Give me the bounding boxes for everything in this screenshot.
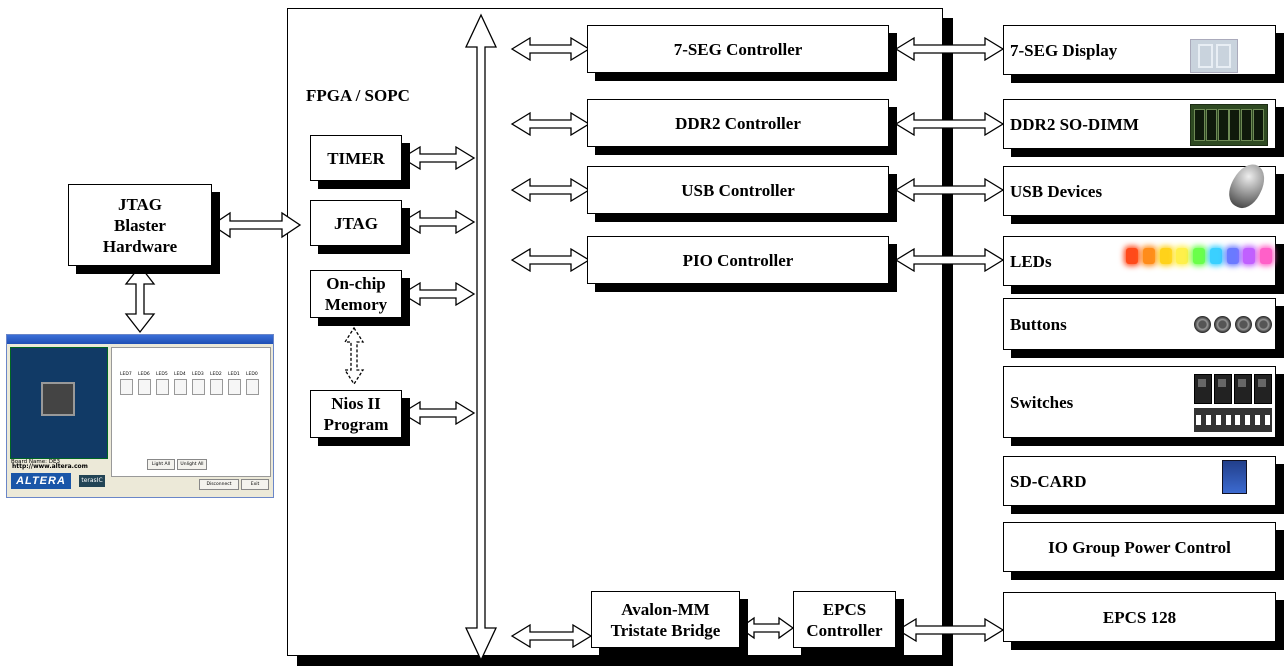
jtag-box: JTAG <box>310 200 402 246</box>
leds-image <box>1126 241 1272 271</box>
double-arrow <box>894 111 1005 137</box>
screenshot-led-label: LED2 <box>210 372 222 377</box>
usb-controller-box: USB Controller <box>587 166 889 214</box>
sd-card-label: SD-CARD <box>1010 471 1087 491</box>
led-light-1 <box>1142 248 1155 264</box>
screenshot-led-label: LED5 <box>156 372 168 377</box>
double-arrow <box>343 326 365 386</box>
ddr2-controller-box: DDR2 Controller <box>587 99 889 147</box>
double-arrow <box>738 616 795 640</box>
fpga-title: FPGA / SOPC <box>306 86 410 105</box>
screenshot-led-label: LED0 <box>246 372 258 377</box>
double-arrow <box>510 111 591 137</box>
screenshot-led-cell <box>138 379 151 395</box>
screenshot-titlebar <box>7 335 273 344</box>
altera-logo: ALTERA <box>11 473 71 489</box>
avalon-tristate-bridge-box: Avalon-MM Tristate Bridge <box>591 591 740 648</box>
led-light-5 <box>1209 248 1222 264</box>
double-arrow <box>510 36 591 62</box>
double-arrow <box>400 145 476 171</box>
jtag-blaster-hardware-box: JTAG Blaster Hardware <box>68 184 212 266</box>
screenshot-led-label: LED1 <box>228 372 240 377</box>
double-arrow <box>894 36 1005 62</box>
double-arrow <box>400 209 476 235</box>
seven-segment-display-image <box>1190 39 1238 73</box>
light-all-button: Light All <box>147 459 175 470</box>
screenshot-led-cell <box>192 379 205 395</box>
seg7-display-label: 7-SEG Display <box>1010 40 1118 60</box>
double-arrow <box>124 264 156 334</box>
dip-switches-image <box>1194 408 1272 432</box>
ddr2-sodimm-label: DDR2 SO-DIMM <box>1010 114 1139 134</box>
screenshot-led-cell <box>228 379 241 395</box>
timer-box: TIMER <box>310 135 402 181</box>
slide-switches-image <box>1194 374 1272 404</box>
altera-url: http://www.altera.com <box>12 463 88 470</box>
screenshot-led-label: LED3 <box>192 372 204 377</box>
led-light-6 <box>1226 248 1239 264</box>
nios-ii-program-box: Nios II Program <box>310 390 402 438</box>
pio-controller-box: PIO Controller <box>587 236 889 284</box>
screenshot-led-cell <box>210 379 223 395</box>
double-arrow <box>400 400 476 426</box>
double-arrow <box>510 177 591 203</box>
double-arrow <box>510 247 591 273</box>
terasic-logo: terasIC <box>79 475 105 487</box>
led-light-2 <box>1159 248 1172 264</box>
screenshot-led-cell <box>156 379 169 395</box>
ddr2-memory-module-image <box>1190 104 1268 146</box>
usb-devices-label: USB Devices <box>1010 181 1103 201</box>
exit-button: Exit <box>241 479 269 490</box>
switches-label: Switches <box>1010 392 1074 412</box>
unlight-all-button: Unlight All <box>177 459 207 470</box>
disconnect-button: Disconnect <box>199 479 239 490</box>
led-light-7 <box>1243 248 1256 264</box>
leds-label: LEDs <box>1010 251 1052 271</box>
double-arrow <box>896 617 1005 643</box>
io-group-power-control-box: IO Group Power Control <box>1003 522 1276 572</box>
led-light-8 <box>1260 248 1272 264</box>
epcs-controller-box: EPCS Controller <box>793 591 896 648</box>
screenshot-led-cell <box>246 379 259 395</box>
led-panel: LED7 LED6 LED5 LED4 LED3 LED2 LED1 LED0 <box>111 347 271 477</box>
led-light-0 <box>1126 248 1138 264</box>
screenshot-led-label: LED7 <box>120 372 132 377</box>
control-panel-screenshot: LED7 LED6 LED5 LED4 LED3 LED2 LED1 LED0 Board N… <box>6 334 274 498</box>
double-arrow <box>894 177 1005 203</box>
double-arrow <box>464 13 498 662</box>
screenshot-led-cell <box>174 379 187 395</box>
double-arrow <box>400 281 476 307</box>
double-arrow <box>894 247 1005 273</box>
led-light-4 <box>1193 248 1205 264</box>
screenshot-led-label: LED4 <box>174 372 186 377</box>
epcs128-box: EPCS 128 <box>1003 592 1276 642</box>
buttons-label: Buttons <box>1010 314 1067 334</box>
board-photo <box>10 347 108 459</box>
seg7-controller-box: 7-SEG Controller <box>587 25 889 73</box>
sd-card-image <box>1222 460 1247 494</box>
board-name-text: Board Name: DE3 <box>11 459 60 465</box>
onchip-memory-box: On-chip Memory <box>310 270 402 318</box>
screenshot-led-label: LED6 <box>138 372 150 377</box>
push-buttons-image <box>1194 313 1272 335</box>
double-arrow <box>210 211 302 239</box>
screenshot-led-cell <box>120 379 133 395</box>
led-light-3 <box>1176 248 1189 264</box>
double-arrow <box>510 623 593 649</box>
